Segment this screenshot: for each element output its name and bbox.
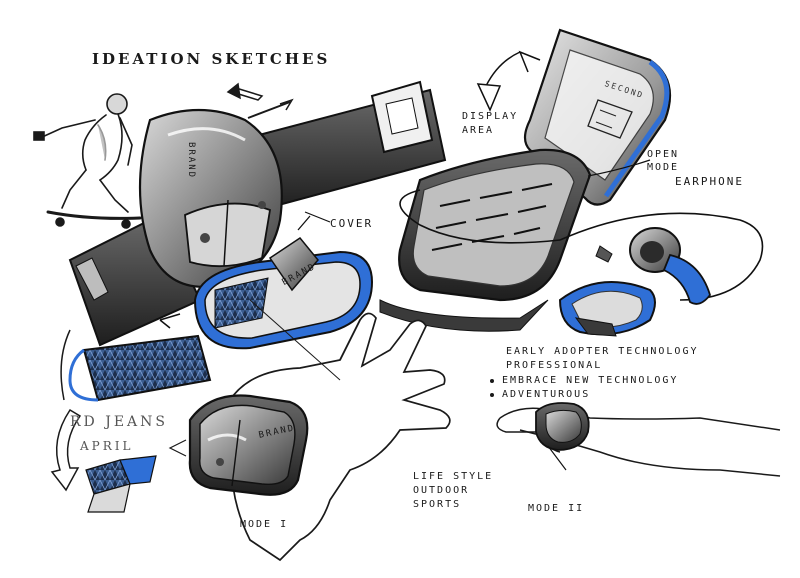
fabric-swatches	[85, 455, 157, 513]
list-item: EMBRACE NEW TECHNOLOGY	[490, 374, 678, 388]
direction-arrow	[226, 82, 294, 119]
list-item: ADVENTUROUS	[490, 388, 678, 402]
brand-label-watch: BRAND	[186, 142, 196, 180]
bullet-icon	[490, 393, 494, 397]
earphone	[399, 189, 764, 337]
page-title: IDEATION SKETCHES	[92, 50, 331, 68]
cover-label: COVER	[330, 217, 374, 230]
april-label: APRIL	[80, 439, 134, 453]
lifestyle-label: LIFE STYLE OUTDOOR SPORTS	[413, 471, 494, 510]
flip-phone-device	[379, 28, 672, 332]
mode-two-label: MODE II	[528, 503, 585, 514]
earphone-label: EARPHONE	[675, 175, 744, 188]
cover-shell	[159, 211, 374, 350]
display-area-label: DISPLAY AREA	[462, 111, 519, 136]
hand-with-device	[168, 299, 451, 562]
mode-one-label: MODE I	[240, 519, 289, 530]
open-mode-label: OPEN MODE	[647, 149, 680, 173]
rotate-arrow	[50, 408, 82, 492]
target-user-traits: EMBRACE NEW TECHNOLOGY ADVENTUROUS	[490, 374, 678, 402]
bullet-icon	[490, 379, 494, 383]
target-user-title: EARLY ADOPTER TECHNOLOGY PROFESSIONAL	[506, 346, 699, 371]
skateboarder-figure	[33, 93, 142, 229]
wrist-watch-device	[68, 80, 447, 347]
wrist-with-device	[496, 402, 781, 477]
fabric-band	[60, 329, 212, 402]
rd-jeans-label: RD JEANS	[70, 414, 168, 430]
